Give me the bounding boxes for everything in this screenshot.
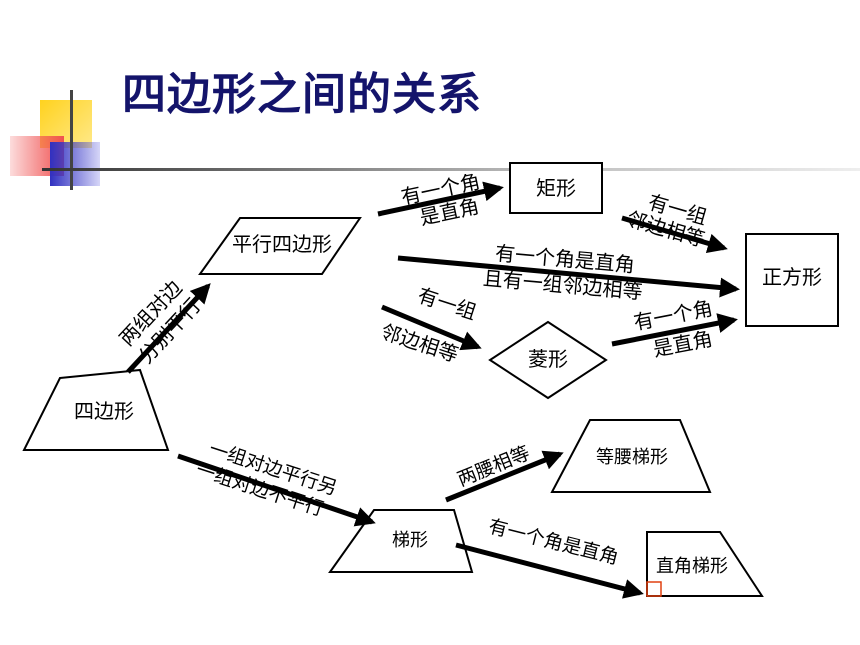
rectangle-label: 矩形 [536,176,576,200]
arrow-quad-to-trapezoid [177,453,376,527]
rectangle-shape [509,162,603,214]
arrow-quad-to-parallelogram [126,283,211,374]
parallelogram-shape [198,217,362,275]
condition-parallelogram-to-rhombus-line2: 邻边相等 [378,319,462,367]
trapezoid-label: 梯形 [392,530,428,551]
right-trapezoid-shape [646,531,764,597]
right-angle-mark [646,581,662,597]
arrow-parallelogram-to-square [397,255,740,298]
arrow-parallelogram-to-rhombus [381,304,482,351]
condition-parallelogram-to-rectangle: 有一个角 是直角 [399,169,482,230]
condition-trapezoid-to-right: 有一个角是直角 [486,515,620,569]
arrow-trapezoid-to-isosceles [445,450,564,503]
condition-quad-to-trapezoid: 一组对边平行另 一组对边不平行 [193,438,339,521]
condition-trapezoid-to-right-line1: 有一个角是直角 [486,515,620,569]
rhombus-shape [488,320,608,400]
square-shape [745,233,839,327]
isosceles-trapezoid-label: 等腰梯形 [596,447,668,468]
square-label: 正方形 [762,265,822,289]
right-trapezoid-label: 直角梯形 [656,556,728,577]
deco-blue-block [50,142,100,186]
arrow-rectangle-to-square [621,215,728,254]
rhombus-label: 菱形 [528,347,568,371]
arrow-rhombus-to-square [611,313,738,347]
condition-parallelogram-to-rhombus: 有一组 邻边相等 [378,283,480,367]
condition-quad-to-parallelogram: 两组对边 分别平行 [114,276,205,369]
parallelogram-label: 平行四边形 [232,232,332,256]
condition-rhombus-to-square-line2: 是直角 [651,326,714,361]
condition-rectangle-to-square: 有一组 邻边相等 [624,190,710,252]
deco-vertical-line [70,90,73,190]
arrow-parallelogram-to-rectangle [377,181,504,217]
quadrilateral-label: 四边形 [74,399,134,423]
condition-trapezoid-to-isosceles-line1: 两腰相等 [454,442,533,491]
condition-trapezoid-to-isosceles: 两腰相等 [454,442,533,491]
arrow-trapezoid-to-right [455,542,644,599]
condition-parallelogram-to-rhombus-line1: 有一组 [415,283,479,324]
quadrilateral-shape [22,368,170,451]
corner-decoration [0,90,860,200]
page-title: 四边形之间的关系 [122,69,482,120]
deco-horizontal-line [42,168,860,171]
isosceles-trapezoid-shape [550,419,712,493]
